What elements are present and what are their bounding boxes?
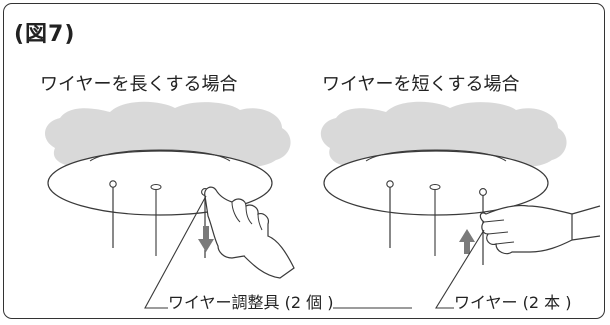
heading-shorten-wire: ワイヤーを短くする場合: [322, 74, 520, 95]
left-illustration: [44, 101, 412, 309]
down-arrow-icon: [198, 226, 214, 252]
wire-adjuster-left-1: [109, 180, 117, 188]
fixture-disc-right: [323, 150, 549, 216]
ceiling-shadow-right: [320, 101, 567, 168]
ceiling-shadow-left: [44, 101, 291, 168]
center-cord-hole-right: [429, 184, 441, 190]
callout-wire-adjuster: ワイヤー調整具 (2 個 ): [168, 289, 334, 313]
wire-adjuster-right-2: [479, 188, 487, 196]
right-illustration: [320, 101, 601, 309]
hand-finger-line-right: [483, 219, 515, 245]
hand-icon-right: [479, 204, 573, 255]
heading-lengthen-wire: ワイヤーを長くする場合: [40, 74, 238, 95]
hand-icon: [204, 186, 269, 259]
callout-wire: ワイヤー (2 本 ): [454, 289, 572, 313]
hand-finger-line-left: [231, 201, 263, 231]
center-cord-hole-left: [150, 184, 162, 190]
fixture-rim-left: [89, 149, 231, 162]
hand-wrist-left: [243, 235, 295, 279]
fixture-rim-right: [365, 149, 507, 162]
figure-title: (図7): [14, 22, 76, 47]
up-arrow-icon: [459, 229, 475, 254]
hand-sleeve-right: [571, 205, 601, 241]
wire-adjuster-right-1: [386, 180, 394, 188]
